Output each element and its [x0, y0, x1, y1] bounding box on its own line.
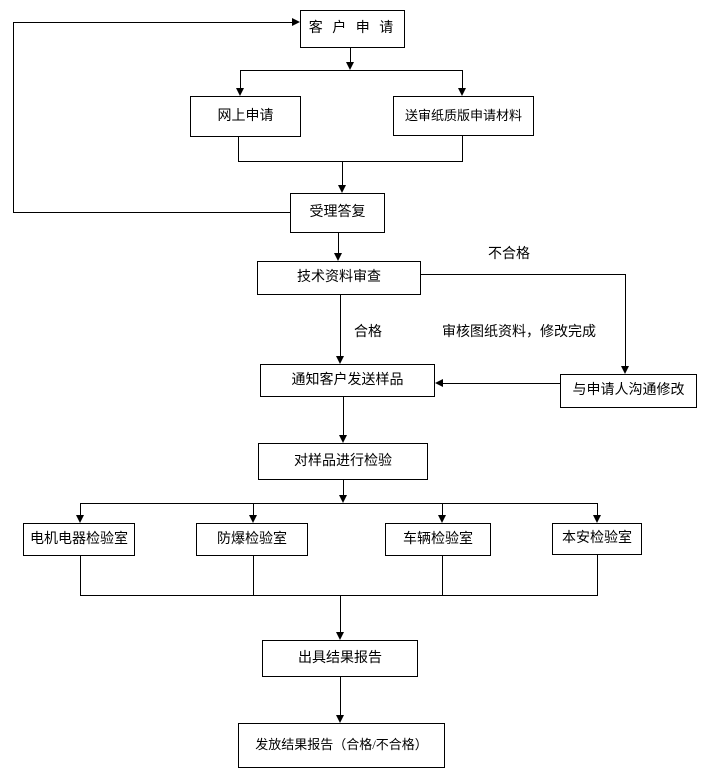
- connector-paper-down: [462, 136, 463, 161]
- connector-customer-down: [350, 48, 351, 64]
- node-sample-test: 对样品进行检验: [258, 443, 428, 480]
- node-lab-motor: 电机电器检验室: [23, 523, 135, 556]
- node-accept-reply: 受理答复: [290, 193, 385, 233]
- arrowhead-into-paper-apply-icon: [458, 88, 466, 96]
- arrowhead-into-deliver-report-icon: [336, 715, 344, 723]
- arrowhead-into-online-apply-icon: [236, 88, 244, 96]
- connector-labs-merge: [80, 595, 598, 596]
- connector-lab1-down: [80, 556, 81, 595]
- node-communicate-modify: 与申请人沟通修改: [560, 374, 697, 408]
- connector-dist-lab1: [80, 503, 81, 516]
- node-tech-review: 技术资料审查: [257, 261, 421, 295]
- connector-notify-to-test: [343, 397, 344, 436]
- connector-distribution: [80, 503, 597, 504]
- node-customer-apply: 客 户 申 请: [300, 10, 405, 48]
- connector-lab4-down: [597, 555, 598, 595]
- connector-lab3-down: [442, 556, 443, 595]
- edge-label-review-modify-done: 审核图纸资料，修改完成: [442, 325, 596, 340]
- connector-issue-to-deliver: [340, 677, 341, 716]
- node-lab-vehicle: 车辆检验室: [385, 523, 491, 556]
- connector-online-down: [238, 137, 239, 161]
- arrowhead-into-notify-sample-icon: [336, 356, 344, 364]
- connector-split-right-down: [462, 70, 463, 89]
- arrowhead-into-lab-vehicle-icon: [438, 515, 446, 523]
- node-paper-apply: 送审纸质版申请材料: [393, 96, 534, 136]
- arrowhead-customer-split-icon: [346, 62, 354, 70]
- connector-dist-lab2: [253, 503, 254, 516]
- node-lab-intrinsic: 本安检验室: [552, 523, 642, 555]
- node-online-apply: 网上申请: [190, 96, 301, 137]
- connector-merge-to-accept: [342, 161, 343, 186]
- connector-feedback-left: [13, 22, 14, 213]
- arrowhead-into-issue-report-icon: [336, 632, 344, 640]
- connector-accept-to-tech: [338, 233, 339, 254]
- node-notify-sample: 通知客户发送样品: [260, 364, 435, 397]
- arrowhead-test-to-distribution-icon: [339, 495, 347, 503]
- connector-feedback-bottom: [13, 212, 290, 213]
- connector-right-branch-down: [625, 274, 626, 367]
- connector-tech-to-notify: [340, 295, 341, 357]
- node-issue-report: 出具结果报告: [262, 640, 418, 677]
- connector-feedback-top: [13, 22, 294, 23]
- arrowhead-into-tech-review-icon: [334, 253, 342, 261]
- edge-label-qualified: 合格: [354, 325, 382, 340]
- arrowhead-into-lab-motor-icon: [76, 515, 84, 523]
- connector-dist-lab4: [597, 503, 598, 516]
- arrowhead-back-to-notify-icon: [435, 379, 443, 387]
- connector-test-down: [343, 480, 344, 496]
- arrowhead-into-sample-test-icon: [339, 435, 347, 443]
- arrowhead-into-accept-reply-icon: [338, 185, 346, 193]
- connector-lab2-down: [253, 556, 254, 595]
- connector-split-left-down: [240, 70, 241, 89]
- edge-label-unqualified: 不合格: [488, 247, 530, 262]
- node-lab-explosion: 防爆检验室: [196, 523, 308, 556]
- arrowhead-into-lab-explosion-icon: [249, 515, 257, 523]
- connector-merge-row2: [238, 161, 463, 162]
- arrowhead-into-customer-apply-icon: [292, 18, 300, 26]
- arrowhead-into-communicate-icon: [621, 366, 629, 374]
- connector-merge-to-issue: [340, 595, 341, 633]
- connector-tech-right: [421, 274, 625, 275]
- node-deliver-report: 发放结果报告（合格/不合格）: [238, 723, 445, 768]
- connector-communicate-to-notify: [442, 383, 560, 384]
- arrowhead-into-lab-intrinsic-icon: [593, 515, 601, 523]
- connector-split-horizontal: [240, 70, 462, 71]
- connector-dist-lab3: [442, 503, 443, 516]
